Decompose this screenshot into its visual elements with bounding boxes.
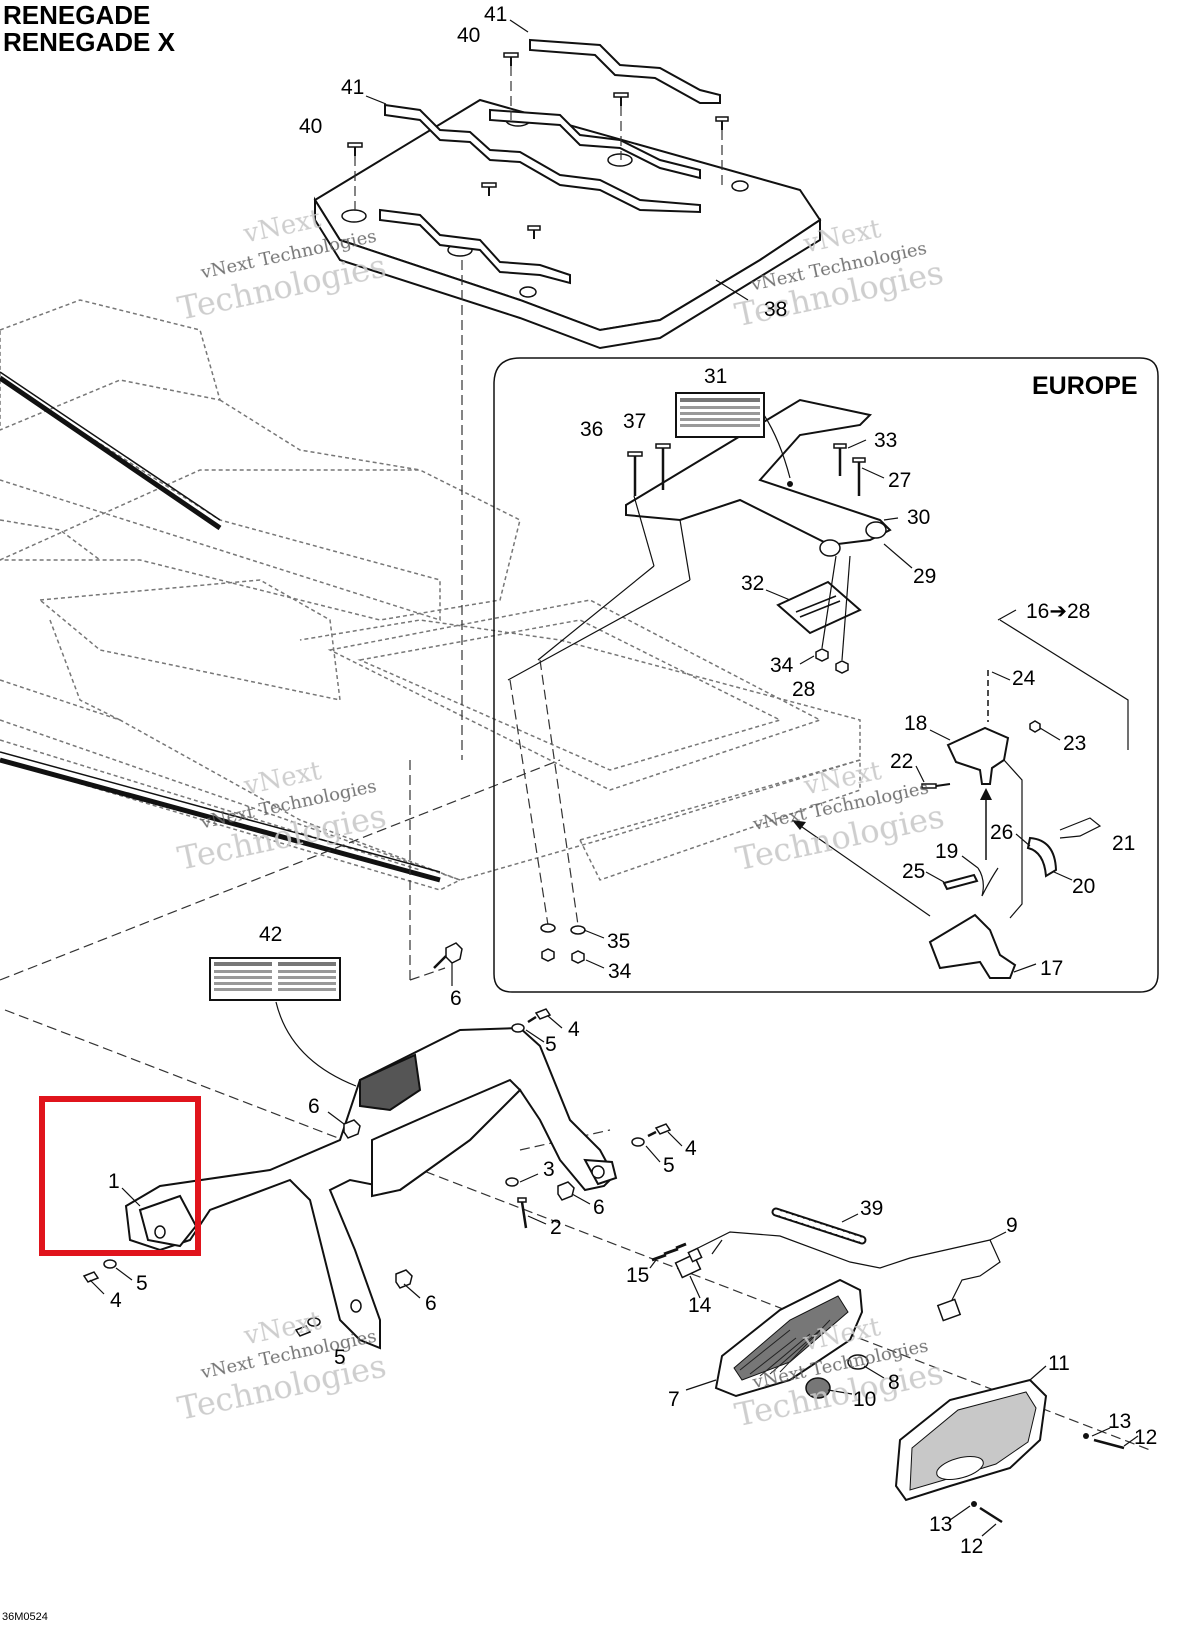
callout-25: 25 [902,860,925,883]
europe-inset-border [493,357,1159,993]
callout-39: 39 [860,1197,883,1220]
frame-rails [0,371,441,883]
callout-26: 26 [990,821,1013,844]
callout-5: 5 [663,1154,675,1177]
callout-20: 20 [1072,875,1095,898]
taillight-housing-7 [714,1278,864,1398]
callout-38: 38 [764,298,787,321]
inset-title-europe: EUROPE [1032,372,1138,400]
callout-2: 2 [550,1216,562,1239]
callout-6: 6 [425,1292,437,1315]
latch-assembly-16-28 [791,619,1129,979]
callout-13: 13 [1108,1410,1131,1433]
callout-22: 22 [890,750,913,773]
callout-4: 4 [110,1289,122,1312]
callout-27: 27 [888,469,911,492]
callout-10: 10 [853,1388,876,1411]
callout-34: 34 [608,960,632,983]
screws-12-nuts-13 [971,1433,1125,1524]
callout-16➔28: 16➔28 [1026,600,1090,623]
callout-36: 36 [580,418,603,441]
plate-32 [776,580,862,635]
callout-28: 28 [792,678,815,701]
model-title-line-1: RENEGADE [3,0,151,30]
bumper-hardware-4-5-6-2-3 [82,1008,672,1337]
callout-40: 40 [299,115,322,138]
callout-3: 3 [543,1158,555,1181]
callout-41: 41 [484,3,507,26]
connector-14-terminals-15 [651,1242,703,1279]
callout-21: 21 [1112,832,1135,855]
callout-5: 5 [136,1272,148,1295]
callout-42: 42 [259,923,282,946]
taillight-lens-11 [894,1378,1048,1502]
callout-7: 7 [668,1388,680,1411]
reinforcement-strip-41-lower [379,103,701,285]
callout-5: 5 [334,1346,346,1369]
reinforcement-strip-41-upper [529,38,721,104]
callout-19: 19 [935,840,958,863]
highlight-box-part-1 [39,1096,201,1256]
screws-40 [347,52,729,239]
bolts-36-37-33-27 [627,443,866,496]
europe-leaders [507,495,851,681]
drawing-code: 36M0524 [2,1611,48,1623]
callout-41: 41 [341,76,364,99]
callout-18: 18 [904,712,927,735]
callout-1: 1 [108,1170,120,1193]
callout-5: 5 [545,1033,557,1056]
callout-12: 12 [1134,1426,1157,1449]
warning-label-31 [675,392,791,479]
callout-12: 12 [960,1535,983,1558]
callout-15: 15 [626,1264,649,1287]
warning-label-42 [209,957,357,1087]
callout-35: 35 [607,930,630,953]
callout-29: 29 [913,565,936,588]
callout-23: 23 [1063,732,1086,755]
callout-4: 4 [685,1137,697,1160]
callout-9: 9 [1006,1214,1018,1237]
sleeve-39 [771,1207,867,1245]
callout-14: 14 [688,1294,712,1317]
nuts-34-28 [815,648,849,674]
top-plate-38 [313,98,822,350]
callout-13: 13 [929,1513,952,1536]
hardware-35-34-europe [540,923,586,964]
callout-6: 6 [450,987,462,1010]
callout-8: 8 [888,1371,900,1394]
callout-6: 6 [593,1196,605,1219]
callout-40: 40 [457,24,480,47]
frame-ghost [0,299,861,891]
callout-17: 17 [1040,957,1063,980]
europe-bracket-30 [625,398,892,557]
callout-leaders [89,19,1139,1537]
bulb-socket-8-bulb-10 [805,1354,869,1399]
callout-30: 30 [907,506,930,529]
callout-31: 31 [704,365,727,388]
wire-harness-9 [689,1231,1001,1322]
bolt-6-top [433,942,463,969]
model-title-line-2: RENEGADE X [3,27,175,57]
callout-24: 24 [1012,667,1036,690]
callout-32: 32 [741,572,764,595]
rear-bumper-part-1 [124,1026,618,1350]
callout-4: 4 [568,1018,580,1041]
callout-6: 6 [308,1095,320,1118]
callout-34: 34 [770,654,794,677]
assembly-lines [0,66,1151,1451]
callout-33: 33 [874,429,897,452]
callout-11: 11 [1048,1352,1070,1375]
watermark-group: vNext vNext Technologies Technologies vN… [174,204,947,1434]
callout-37: 37 [623,410,646,433]
